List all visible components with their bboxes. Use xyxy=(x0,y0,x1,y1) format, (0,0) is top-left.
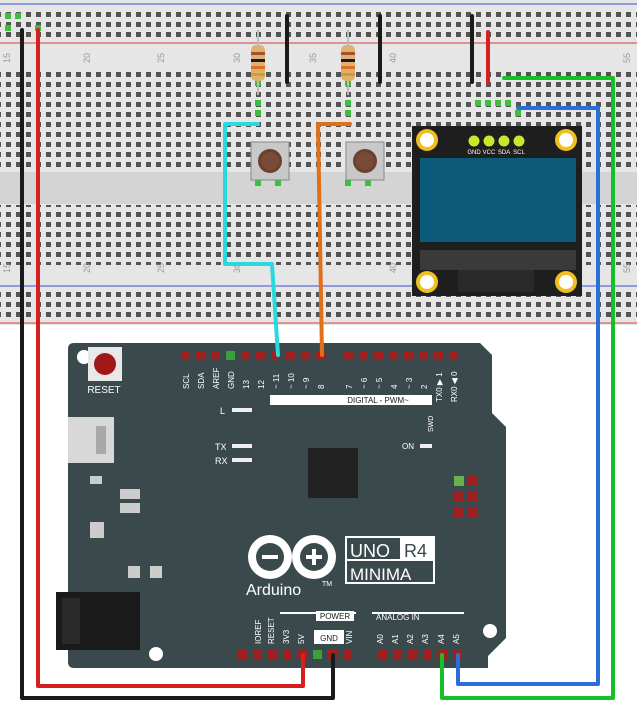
analog-pin-label: A2 xyxy=(406,634,415,644)
icsp-header xyxy=(454,476,478,518)
led-on-label: ON xyxy=(402,442,414,451)
resistor-1[interactable] xyxy=(251,30,265,95)
digital-pin-label: RX0 ◀ 0 xyxy=(450,371,459,402)
led-l-label: L xyxy=(220,406,225,416)
digital-pin-label: ~ 11 xyxy=(272,373,281,389)
digital-pin-label: SDA xyxy=(197,372,206,389)
digital-pin-label: GND xyxy=(227,371,236,389)
column-number: 30 xyxy=(232,263,242,273)
oled-header-pins xyxy=(467,134,526,148)
column-number: 55 xyxy=(622,53,632,63)
model-minima: MINIMA xyxy=(350,565,412,584)
digital-pin-label: ~ 10 xyxy=(287,373,296,389)
digital-header xyxy=(181,351,458,360)
digital-pin-label: 8 xyxy=(317,384,326,389)
top-rail-holes xyxy=(0,10,637,38)
digital-pin-label: 12 xyxy=(257,380,266,389)
column-number: 15 xyxy=(2,263,12,273)
reset-button[interactable] xyxy=(88,347,122,381)
power-pin-label: GND xyxy=(320,634,338,643)
digital-banner: DIGITAL - PWM~ xyxy=(347,396,409,405)
oled-module[interactable]: GND VCC SDA SCL xyxy=(412,126,582,296)
column-number: 25 xyxy=(156,53,166,63)
digital-pin-label: 13 xyxy=(242,380,251,389)
analog-pin-label: A4 xyxy=(437,634,446,644)
digital-pin-label: 4 xyxy=(390,384,399,389)
resistor-2[interactable] xyxy=(341,30,355,95)
power-pin-label: RESET xyxy=(267,617,276,644)
led-rx-label: RX xyxy=(215,456,228,466)
arduino-logo xyxy=(248,535,336,579)
column-number: 20 xyxy=(82,53,92,63)
wire-button2-pin8[interactable] xyxy=(316,122,352,357)
arduino-brand: Arduino xyxy=(246,582,301,599)
column-numbers-top: 15 20 25 30 35 40 55 xyxy=(2,53,632,63)
digital-pin-label: AREF xyxy=(212,368,221,389)
column-number: 15 xyxy=(2,53,12,63)
swd-label: SWD xyxy=(428,416,435,432)
analog-banner: ANALOG IN xyxy=(376,613,420,622)
digital-pin-label: TX0 ▶ 1 xyxy=(435,372,444,402)
oled-pin-label: VCC xyxy=(483,150,496,156)
digital-pin-label: ~ 6 xyxy=(360,377,369,389)
usb-c-connector xyxy=(68,417,114,463)
digital-pin-label: SCL xyxy=(182,373,191,389)
analog-pin-label: A0 xyxy=(376,634,385,644)
push-button-2[interactable] xyxy=(345,141,385,181)
column-number: 25 xyxy=(156,263,166,273)
wires xyxy=(20,14,615,700)
column-number: 40 xyxy=(388,53,398,63)
model-uno: UNO xyxy=(350,541,390,561)
oled-pin-label: SDA xyxy=(498,150,510,156)
oled-pin-label: SCL xyxy=(513,150,525,156)
wire-gnd[interactable] xyxy=(20,28,335,700)
column-number: 30 xyxy=(232,53,242,63)
push-button-1[interactable] xyxy=(250,141,290,181)
led-tx-label: TX xyxy=(215,442,227,452)
power-pin-label: 5V xyxy=(297,634,306,644)
wire-scl-a4[interactable] xyxy=(440,76,615,700)
model-r4: R4 xyxy=(404,541,427,561)
trademark: TM xyxy=(322,581,332,588)
dc-power-jack xyxy=(56,592,140,650)
analog-pin-label: A3 xyxy=(421,634,430,644)
power-banner: POWER xyxy=(320,612,350,621)
digital-pin-label: 7 xyxy=(345,384,354,389)
power-pin-label: 3V3 xyxy=(282,629,291,644)
column-numbers-bottom: 15 20 25 30 40 55 xyxy=(2,263,632,273)
analog-pin-label: A1 xyxy=(391,634,400,644)
power-pin-label: VIN xyxy=(345,630,354,644)
digital-pin-label: ~ 5 xyxy=(375,377,384,389)
oled-pin-label: GND xyxy=(467,150,481,156)
wire-5v[interactable] xyxy=(36,28,305,688)
digital-pin-label: ~ 9 xyxy=(302,377,311,389)
column-number: 20 xyxy=(82,263,92,273)
wire-button1-pin11[interactable] xyxy=(223,122,280,357)
model-badge: UNO R4 MINIMA xyxy=(345,536,435,584)
digital-pin-label: 2 xyxy=(420,384,429,389)
digital-pin-label: ~ 3 xyxy=(405,377,414,389)
oled-screen xyxy=(420,158,576,242)
column-number: 40 xyxy=(388,263,398,273)
column-number: 35 xyxy=(308,53,318,63)
analog-pin-label: A5 xyxy=(452,634,461,644)
power-pin-label: IOREF xyxy=(254,619,263,644)
arduino-board: RESET L TX RX ON SWD xyxy=(56,343,506,668)
column-number: 55 xyxy=(622,263,632,273)
wire-sda-a5[interactable] xyxy=(456,106,600,686)
reset-label: RESET xyxy=(87,385,120,396)
microcontroller-chip xyxy=(308,448,358,498)
